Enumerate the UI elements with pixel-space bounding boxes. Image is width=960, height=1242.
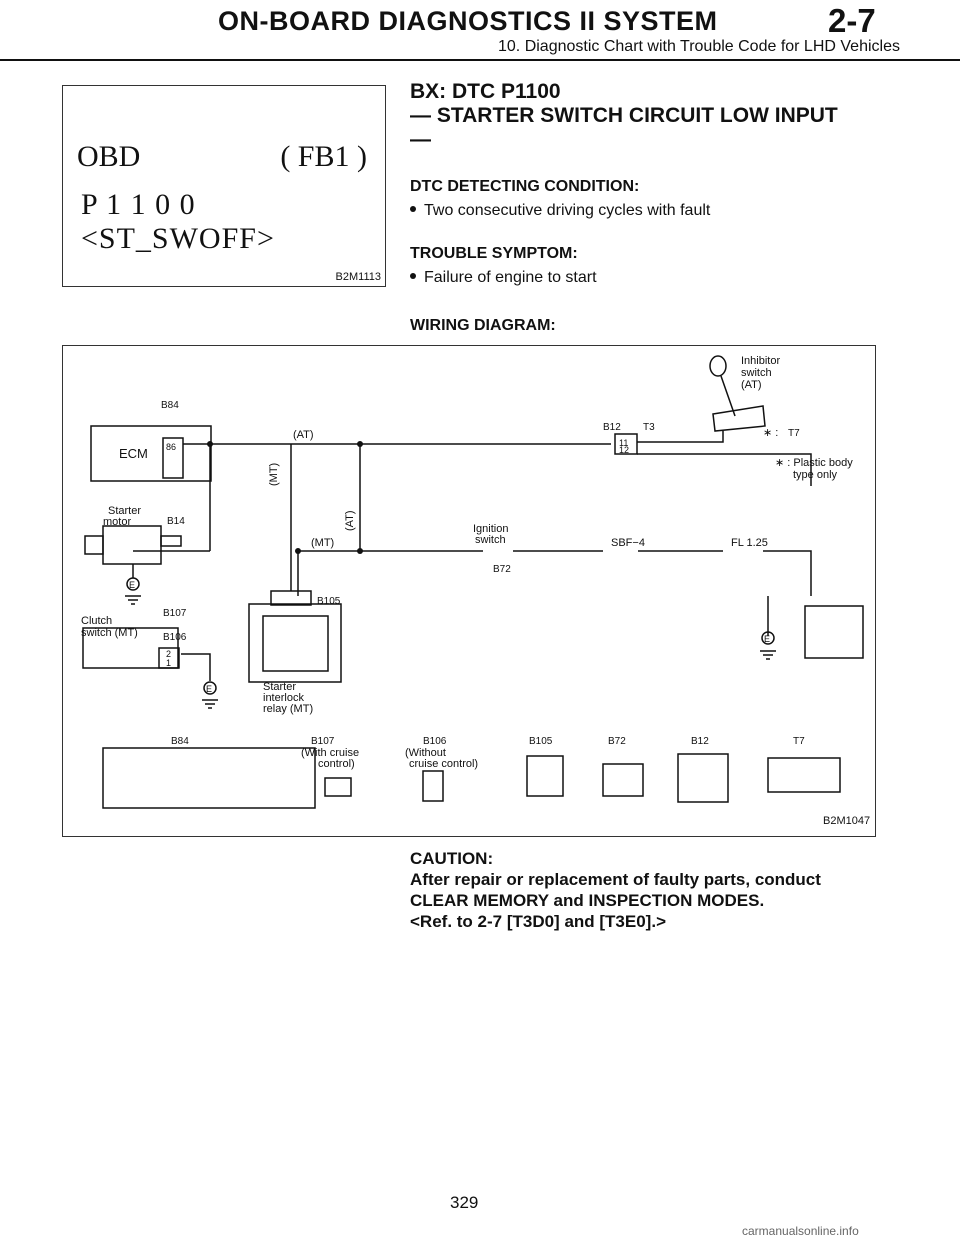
starter-label: Starter bbox=[108, 505, 141, 517]
dtc-heading-line2: — STARTER SWITCH CIRCUIT LOW INPUT bbox=[410, 104, 838, 127]
diagram-figure-code: B2M1047 bbox=[823, 815, 870, 827]
dtc-heading-line3: — bbox=[410, 128, 431, 151]
bullet-icon bbox=[410, 272, 416, 279]
starter-motor-label: motor bbox=[103, 516, 131, 528]
b14-tag: B14 bbox=[167, 516, 185, 527]
caution-label: CAUTION: bbox=[410, 849, 494, 868]
sbf-label: SBF−4 bbox=[611, 537, 645, 549]
scan-tool-screen: OBD ( FB1 ) P 1 1 0 0 <ST_SWOFF> B2M1113 bbox=[62, 85, 386, 287]
symptom-label: TROUBLE SYMPTOM: bbox=[410, 245, 578, 262]
pin2-label: 2 bbox=[166, 649, 171, 659]
caution-line3: <Ref. to 2-7 [T3D0] and [T3E0].> bbox=[410, 912, 666, 931]
wiring-diagram-svg: ECM B84 86 (AT) (MT) (AT) (MT) B12 T3 11… bbox=[81, 355, 870, 827]
bullet-icon bbox=[410, 205, 416, 212]
mt-label-2: (MT) bbox=[311, 537, 334, 549]
caution-block: CAUTION: After repair or replacement of … bbox=[410, 848, 880, 932]
pin1-label: 1 bbox=[166, 658, 171, 668]
inhibitor-at-label: (AT) bbox=[741, 379, 762, 391]
wiring-diagram: ECM B84 86 (AT) (MT) (AT) (MT) B12 T3 11… bbox=[62, 345, 876, 837]
with-cruise-label: (With cruise bbox=[301, 747, 359, 759]
condition-label: DTC DETECTING CONDITION: bbox=[410, 178, 640, 195]
t7-connector-tag: T7 bbox=[793, 736, 805, 747]
symptom-item: Failure of engine to start bbox=[410, 269, 597, 287]
plastic-body-label: ∗ : Plastic body bbox=[775, 457, 853, 469]
ground-e-3: E bbox=[764, 634, 770, 644]
b12-tag: B12 bbox=[603, 422, 621, 433]
at-label-1: (AT) bbox=[293, 429, 314, 441]
pin11-label: 11 bbox=[619, 438, 628, 448]
connector-b12 bbox=[677, 753, 729, 803]
connector-b72 bbox=[602, 763, 644, 797]
b105-tag: B105 bbox=[317, 596, 341, 607]
clutch-label: Clutch bbox=[81, 615, 112, 627]
pin12-label: 12 bbox=[619, 445, 629, 455]
pin86-label: 86 bbox=[166, 442, 176, 452]
caution-line1: After repair or replacement of faulty pa… bbox=[410, 870, 821, 889]
section-number: 2-7 bbox=[828, 2, 876, 39]
battery-box bbox=[804, 605, 864, 659]
header-rule bbox=[0, 59, 960, 61]
screen-dtc-line: P 1 1 0 0 <ST_SWOFF> bbox=[81, 188, 275, 255]
dtc-heading-line1: BX: DTC P1100 bbox=[410, 80, 561, 103]
b72-tag: B72 bbox=[493, 564, 511, 575]
at-label-2: (AT) bbox=[344, 510, 356, 531]
ignition-switch-label: switch bbox=[475, 534, 506, 546]
caution-line2: CLEAR MEMORY and INSPECTION MODES. bbox=[410, 891, 765, 910]
connector-b84 bbox=[102, 747, 316, 809]
b105-connector-tag: B105 bbox=[529, 736, 553, 747]
b84-tag: B84 bbox=[161, 400, 179, 411]
relay-label-3: relay (MT) bbox=[263, 703, 313, 715]
b106-connector-tag: B106 bbox=[423, 736, 447, 747]
screen-obd-label: OBD bbox=[77, 140, 141, 173]
mt-label-1: (MT) bbox=[268, 463, 280, 486]
wire-to-battery-loop bbox=[637, 453, 812, 486]
clutch-switch-label: switch (MT) bbox=[81, 627, 138, 639]
page-header-title: ON-BOARD DIAGNOSTICS II SYSTEM bbox=[218, 6, 718, 36]
t3-tag: T3 bbox=[643, 422, 655, 433]
b72-connector-tag: B72 bbox=[608, 736, 626, 747]
without-cruise-label: (Without bbox=[405, 747, 446, 759]
fl-label: FL 1.25 bbox=[731, 537, 768, 549]
relay-label-1: Starter bbox=[263, 681, 296, 693]
without-cruise-label-2: cruise control) bbox=[409, 758, 478, 770]
ground-e-1: E bbox=[129, 580, 135, 590]
ecm-box bbox=[90, 425, 212, 482]
t7-tag: T7 bbox=[788, 428, 800, 439]
ignition-label: Ignition bbox=[473, 523, 508, 535]
relay-label-2: interlock bbox=[263, 692, 304, 704]
screen-fb1-label: ( FB1 ) bbox=[280, 140, 367, 173]
wiring-diagram-label: WIRING DIAGRAM: bbox=[410, 317, 556, 334]
ecm-label: ECM bbox=[119, 446, 148, 461]
b106-tag: B106 bbox=[163, 632, 187, 643]
with-cruise-label-2: control) bbox=[318, 758, 355, 770]
inhibitor-label: Inhibitor bbox=[741, 355, 780, 367]
connector-b107 bbox=[324, 777, 352, 797]
page-number: 329 bbox=[450, 1193, 479, 1212]
ground-e-2: E bbox=[206, 684, 212, 694]
b12-connector-tag: B12 bbox=[691, 736, 709, 747]
starter-motor-box bbox=[102, 525, 162, 565]
page-header-subtitle: 10. Diagnostic Chart with Trouble Code f… bbox=[498, 38, 900, 55]
b107-tag: B107 bbox=[163, 608, 187, 619]
watermark: carmanualsonline.info bbox=[742, 1224, 859, 1238]
condition-item: Two consecutive driving cycles with faul… bbox=[410, 202, 710, 220]
star-label: ∗ : bbox=[763, 427, 778, 439]
connector-t7 bbox=[767, 757, 841, 793]
connector-b105 bbox=[526, 755, 564, 797]
inhibitor-switch-label: switch bbox=[741, 367, 772, 379]
connector-b106 bbox=[422, 770, 444, 802]
plastic-body-label-2: type only bbox=[793, 469, 838, 481]
b107-connector-tag: B107 bbox=[311, 736, 335, 747]
starter-interlock-relay-box bbox=[248, 603, 342, 683]
b84-connector-tag: B84 bbox=[171, 736, 189, 747]
screen-figure-code: B2M1113 bbox=[335, 271, 381, 283]
